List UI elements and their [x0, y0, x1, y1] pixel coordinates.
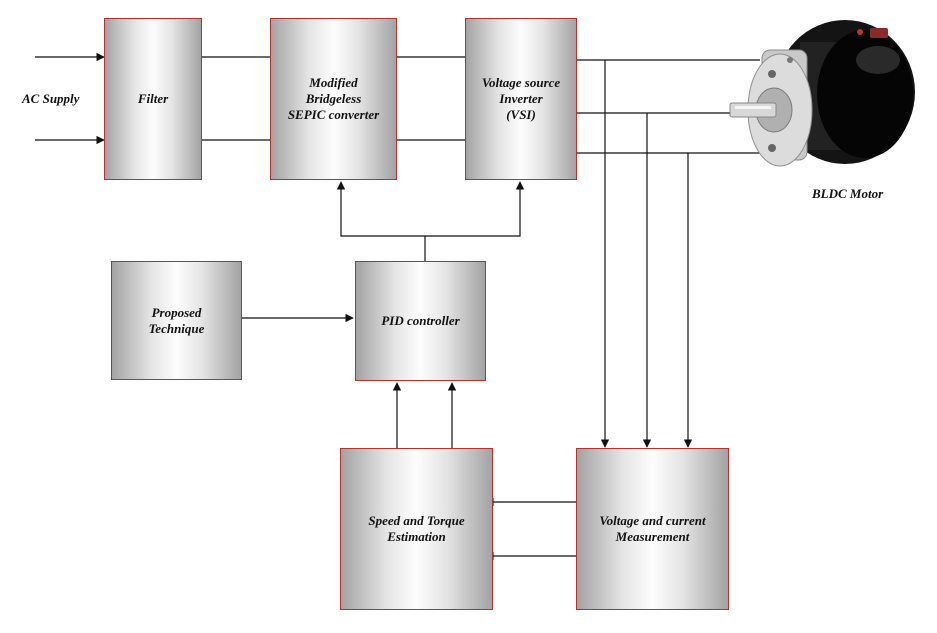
vsi-block: Voltage source Inverter (VSI) — [465, 18, 577, 180]
bldc-motor-icon — [729, 20, 915, 167]
pid-to-sepic-line — [336, 181, 425, 237]
sepic-converter-label: Modified Bridgeless SEPIC converter — [287, 75, 380, 122]
vsi-label: Voltage source Inverter (VSI) — [481, 75, 561, 122]
speed-torque-estimation-block: Speed and Torque Estimation — [340, 448, 493, 610]
voltage-current-measurement-label: Voltage and current Measurement — [599, 513, 706, 544]
filter-label: Filter — [137, 91, 169, 106]
bldc-motor-label: BLDC Motor — [812, 186, 884, 201]
pid-controller-label: PID controller — [381, 313, 460, 328]
pid-controller-block: PID controller — [355, 261, 486, 381]
speed-torque-estimation-label: Speed and Torque Estimation — [368, 513, 465, 544]
filter-block: Filter — [104, 18, 202, 180]
sepic-converter-block: Modified Bridgeless SEPIC converter — [270, 18, 397, 180]
voltage-current-measurement-block: Voltage and current Measurement — [576, 448, 729, 610]
proposed-technique-block: Proposed Technique — [111, 261, 242, 380]
proposed-technique-label: Proposed Technique — [148, 304, 205, 336]
pid-to-vsi-line — [425, 181, 525, 237]
ac-supply-label: AC Supply — [22, 91, 80, 106]
